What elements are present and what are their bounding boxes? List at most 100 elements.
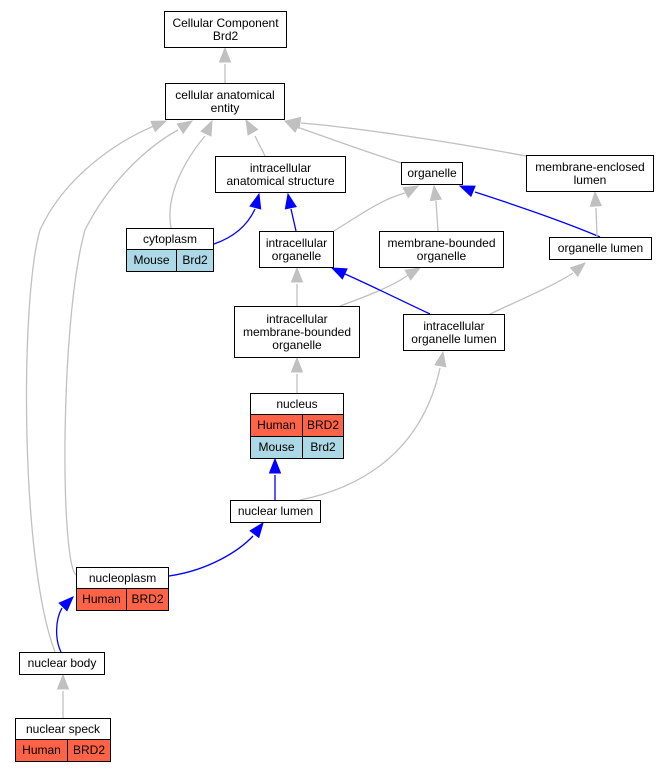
edge-line bbox=[333, 192, 406, 232]
node-organelle-lumen[interactable]: organelle lumen bbox=[549, 237, 652, 260]
arrowhead bbox=[176, 120, 194, 135]
node-label: Cellular Component Brd2 bbox=[172, 15, 279, 43]
node-intracellular-anatomical-structure[interactable]: intracellular anatomical structure bbox=[215, 156, 346, 193]
edge-imbo-to-io-is_a bbox=[290, 266, 304, 306]
node-nucleus[interactable]: nucleus Human BRD2 Mouse Brd2 bbox=[250, 393, 344, 459]
node-intracellular-membrane-bounded-organelle[interactable]: intracellular membrane-bounded organelle bbox=[234, 306, 360, 358]
node-label: organelle lumen bbox=[557, 241, 644, 255]
edge-iol-to-io-part_of bbox=[330, 267, 431, 315]
annotation-row-human: Human BRD2 bbox=[251, 414, 343, 436]
arrowhead bbox=[268, 457, 282, 474]
node-nuclear-speck[interactable]: nuclear speck Human BRD2 bbox=[15, 718, 111, 762]
annotation-row-human: Human BRD2 bbox=[77, 588, 168, 610]
node-label: intracellular membrane-bounded organelle bbox=[242, 311, 352, 352]
edge-ias-to-cae-is_a bbox=[245, 118, 266, 157]
edge-line bbox=[595, 207, 598, 238]
node-label: membrane-bounded organelle bbox=[387, 235, 496, 263]
node-label: intracellular anatomical structure bbox=[226, 160, 335, 188]
node-label: nuclear body bbox=[27, 656, 97, 670]
arrowhead bbox=[249, 521, 264, 539]
annotation-row-mouse: Mouse Brd2 bbox=[127, 249, 213, 271]
edge-nucleus-to-imbo-is_a bbox=[290, 356, 304, 393]
edge-cae-to-root-is_a bbox=[218, 46, 232, 83]
node-membrane-bounded-organelle[interactable]: membrane-bounded organelle bbox=[379, 231, 504, 268]
gene-cell: Brd2 bbox=[302, 437, 343, 458]
arrowhead bbox=[284, 192, 297, 210]
species-cell: Mouse bbox=[258, 440, 295, 454]
gene-cell: BRD2 bbox=[67, 740, 110, 761]
arrowhead bbox=[429, 184, 443, 202]
arrowhead bbox=[458, 185, 476, 198]
edge-line bbox=[64, 129, 179, 576]
edge-line bbox=[489, 272, 574, 315]
arrowhead bbox=[290, 266, 304, 283]
node-nuclear-body[interactable]: nuclear body bbox=[19, 652, 105, 675]
arrowhead bbox=[402, 185, 420, 199]
edge-line bbox=[435, 200, 439, 232]
edge-line bbox=[55, 607, 63, 653]
node-label: cytoplasm bbox=[142, 231, 198, 246]
edge-line bbox=[213, 208, 256, 245]
node-cytoplasm[interactable]: cytoplasm Mouse Brd2 bbox=[126, 228, 214, 272]
arrowhead bbox=[56, 673, 70, 690]
node-intracellular-organelle-lumen[interactable]: intracellular organelle lumen bbox=[403, 314, 505, 351]
node-label: nuclear lumen bbox=[237, 504, 314, 518]
edge-np-to-nl-part_of bbox=[168, 521, 264, 577]
annotation-row-human: Human BRD2 bbox=[16, 739, 110, 761]
node-label: intracellular organelle bbox=[265, 235, 328, 263]
arrowhead bbox=[284, 116, 302, 130]
edge-line bbox=[25, 125, 155, 653]
arrowhead bbox=[218, 46, 232, 63]
node-membrane-enclosed-lumen[interactable]: membrane-enclosed lumen bbox=[526, 155, 654, 192]
gene-cell: BRD2 bbox=[302, 415, 343, 436]
edge-line bbox=[339, 274, 409, 307]
edge-ol-to-mel-is_a bbox=[589, 190, 603, 238]
edge-mbo-to-organelle-is_a bbox=[429, 184, 443, 232]
species-cell: Human bbox=[257, 418, 296, 432]
node-label: membrane-enclosed lumen bbox=[535, 159, 645, 187]
arrowhead bbox=[589, 190, 603, 207]
node-cellular-anatomical-entity[interactable]: cellular anatomical entity bbox=[165, 83, 285, 120]
gene-cell: BRD2 bbox=[126, 589, 168, 610]
edge-io-to-organelle-is_a bbox=[333, 185, 420, 232]
arrowhead bbox=[150, 120, 168, 133]
node-label: organelle bbox=[407, 166, 457, 180]
edge-nb-to-cae-is_a bbox=[25, 120, 168, 653]
edge-nb-to-np-part_of bbox=[55, 596, 74, 653]
edge-ns-to-nb-is_a bbox=[56, 673, 70, 718]
edge-line bbox=[344, 273, 431, 315]
edge-line bbox=[300, 122, 527, 157]
arrowhead bbox=[434, 350, 447, 368]
arrowhead bbox=[330, 267, 348, 280]
node-nucleoplasm[interactable]: nucleoplasm Human BRD2 bbox=[76, 567, 169, 611]
arrowhead bbox=[200, 119, 213, 137]
node-cellular-component-brd2[interactable]: Cellular Component Brd2 bbox=[164, 11, 287, 48]
edge-mel-to-cae-is_a bbox=[284, 116, 527, 157]
edge-line bbox=[168, 535, 254, 577]
edge-cytoplasm-to-cae-is_a bbox=[169, 119, 213, 229]
node-nuclear-lumen[interactable]: nuclear lumen bbox=[230, 500, 321, 523]
node-organelle[interactable]: organelle bbox=[401, 162, 463, 185]
edge-cytoplasm-to-ias-part_of bbox=[213, 192, 262, 245]
edge-iol-to-ol-is_a bbox=[489, 262, 587, 315]
node-label: nucleus bbox=[276, 396, 318, 411]
node-label: nucleoplasm bbox=[88, 570, 157, 585]
arrowhead bbox=[290, 356, 304, 373]
node-label: intracellular organelle lumen bbox=[411, 318, 497, 346]
gene-cell: Brd2 bbox=[176, 250, 213, 271]
edge-line bbox=[254, 135, 266, 157]
edge-imbo-to-mbo-is_a bbox=[339, 267, 422, 307]
edge-line bbox=[290, 208, 297, 232]
edge-nl-to-nucleus-part_of bbox=[268, 457, 282, 500]
edge-line bbox=[169, 135, 206, 229]
edge-line bbox=[474, 191, 601, 238]
arrowhead bbox=[58, 596, 74, 612]
species-cell: Mouse bbox=[133, 253, 170, 267]
species-cell: Human bbox=[22, 743, 61, 757]
node-intracellular-organelle[interactable]: intracellular organelle bbox=[259, 231, 334, 268]
species-cell: Human bbox=[82, 592, 121, 606]
edge-line bbox=[296, 126, 402, 164]
edge-line bbox=[299, 367, 441, 501]
